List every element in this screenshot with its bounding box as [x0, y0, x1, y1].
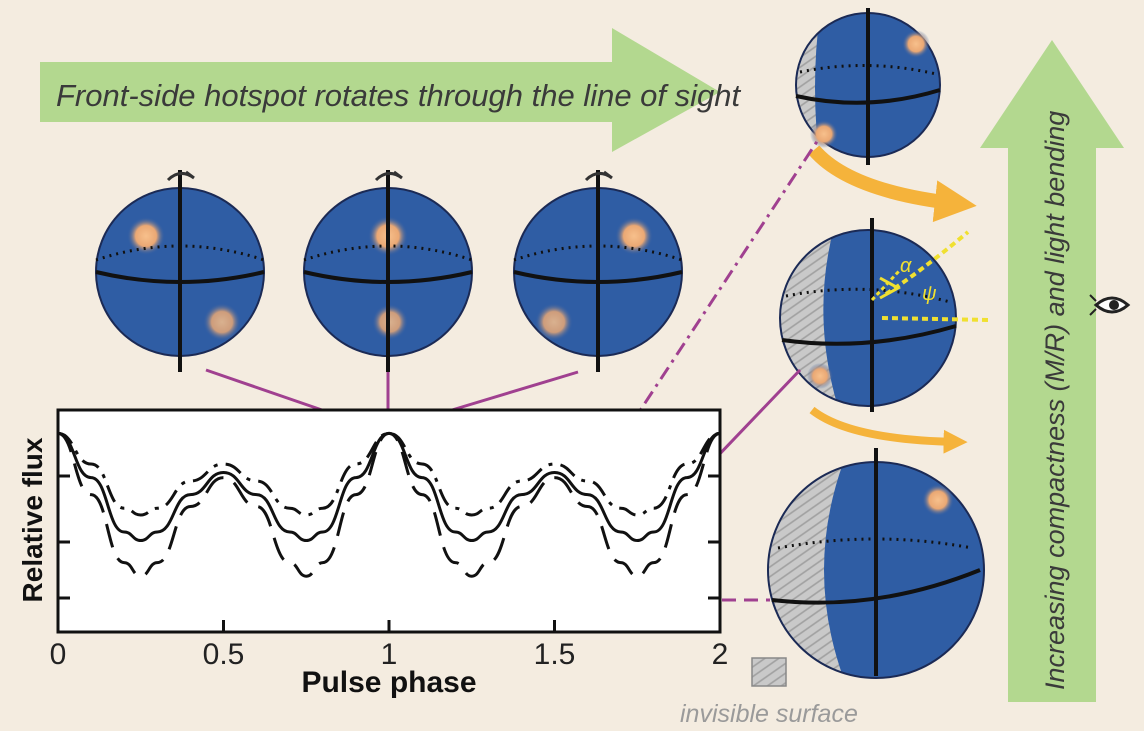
- alpha-label: α: [900, 255, 912, 277]
- eye-icon: [1089, 294, 1131, 316]
- right-banner-text: Increasing compactness (M/R) and light b…: [1040, 111, 1070, 690]
- y-axis-label: Relative flux: [17, 437, 48, 602]
- orange-transition-arrow: [809, 406, 968, 454]
- light-ray: [881, 316, 991, 322]
- compactness-arrow-icon: Increasing compactness (M/R) and light b…: [980, 40, 1124, 702]
- top-banner-arrow: Front-side hotspot rotates through the l…: [40, 28, 742, 152]
- x-axis-label: Pulse phase: [301, 666, 476, 699]
- x-tick-label: 0: [50, 638, 67, 671]
- hotspot: [535, 303, 573, 341]
- hotspot: [810, 120, 838, 148]
- star-sphere-phase-1: [303, 170, 473, 372]
- orange-transition-arrow: [808, 145, 977, 223]
- series-line-long-dash: [57, 431, 721, 578]
- star-sphere-phase-0: [95, 170, 265, 372]
- x-tick-label: 1.5: [534, 638, 576, 671]
- plot-area: [56, 408, 722, 634]
- rotation-arrow-icon: [584, 170, 613, 182]
- x-tick-label: 1: [381, 638, 398, 671]
- hotspot: [615, 217, 653, 255]
- rotation-arrow-icon: [166, 170, 195, 182]
- hotspot: [203, 303, 241, 341]
- legend-label: invisible surface: [680, 700, 858, 728]
- star-sphere-phase-1-5: [513, 170, 683, 372]
- light-ray: [884, 230, 970, 296]
- y-ticks: [58, 474, 720, 600]
- hotspot: [127, 217, 165, 255]
- hotspot: [807, 363, 833, 389]
- hotspot: [922, 484, 954, 516]
- top-banner-text: Front-side hotspot rotates through the l…: [56, 78, 742, 113]
- rotation-arrow-icon: [374, 170, 403, 182]
- plot-lines: [57, 431, 721, 578]
- psi-label: ψ: [922, 283, 937, 305]
- x-tick-label: 2: [712, 638, 729, 671]
- legend-swatch: [751, 657, 787, 687]
- hotspot: [902, 30, 930, 58]
- pulse-profile-chart: 0 0.5 1 1.5 2 Pulse phase Relative flux: [17, 408, 729, 699]
- x-ticks: 0 0.5 1 1.5 2: [50, 620, 729, 671]
- x-tick-label: 0.5: [203, 638, 245, 671]
- legend: invisible surface: [680, 657, 858, 728]
- series-line-dash-dot: [57, 431, 721, 517]
